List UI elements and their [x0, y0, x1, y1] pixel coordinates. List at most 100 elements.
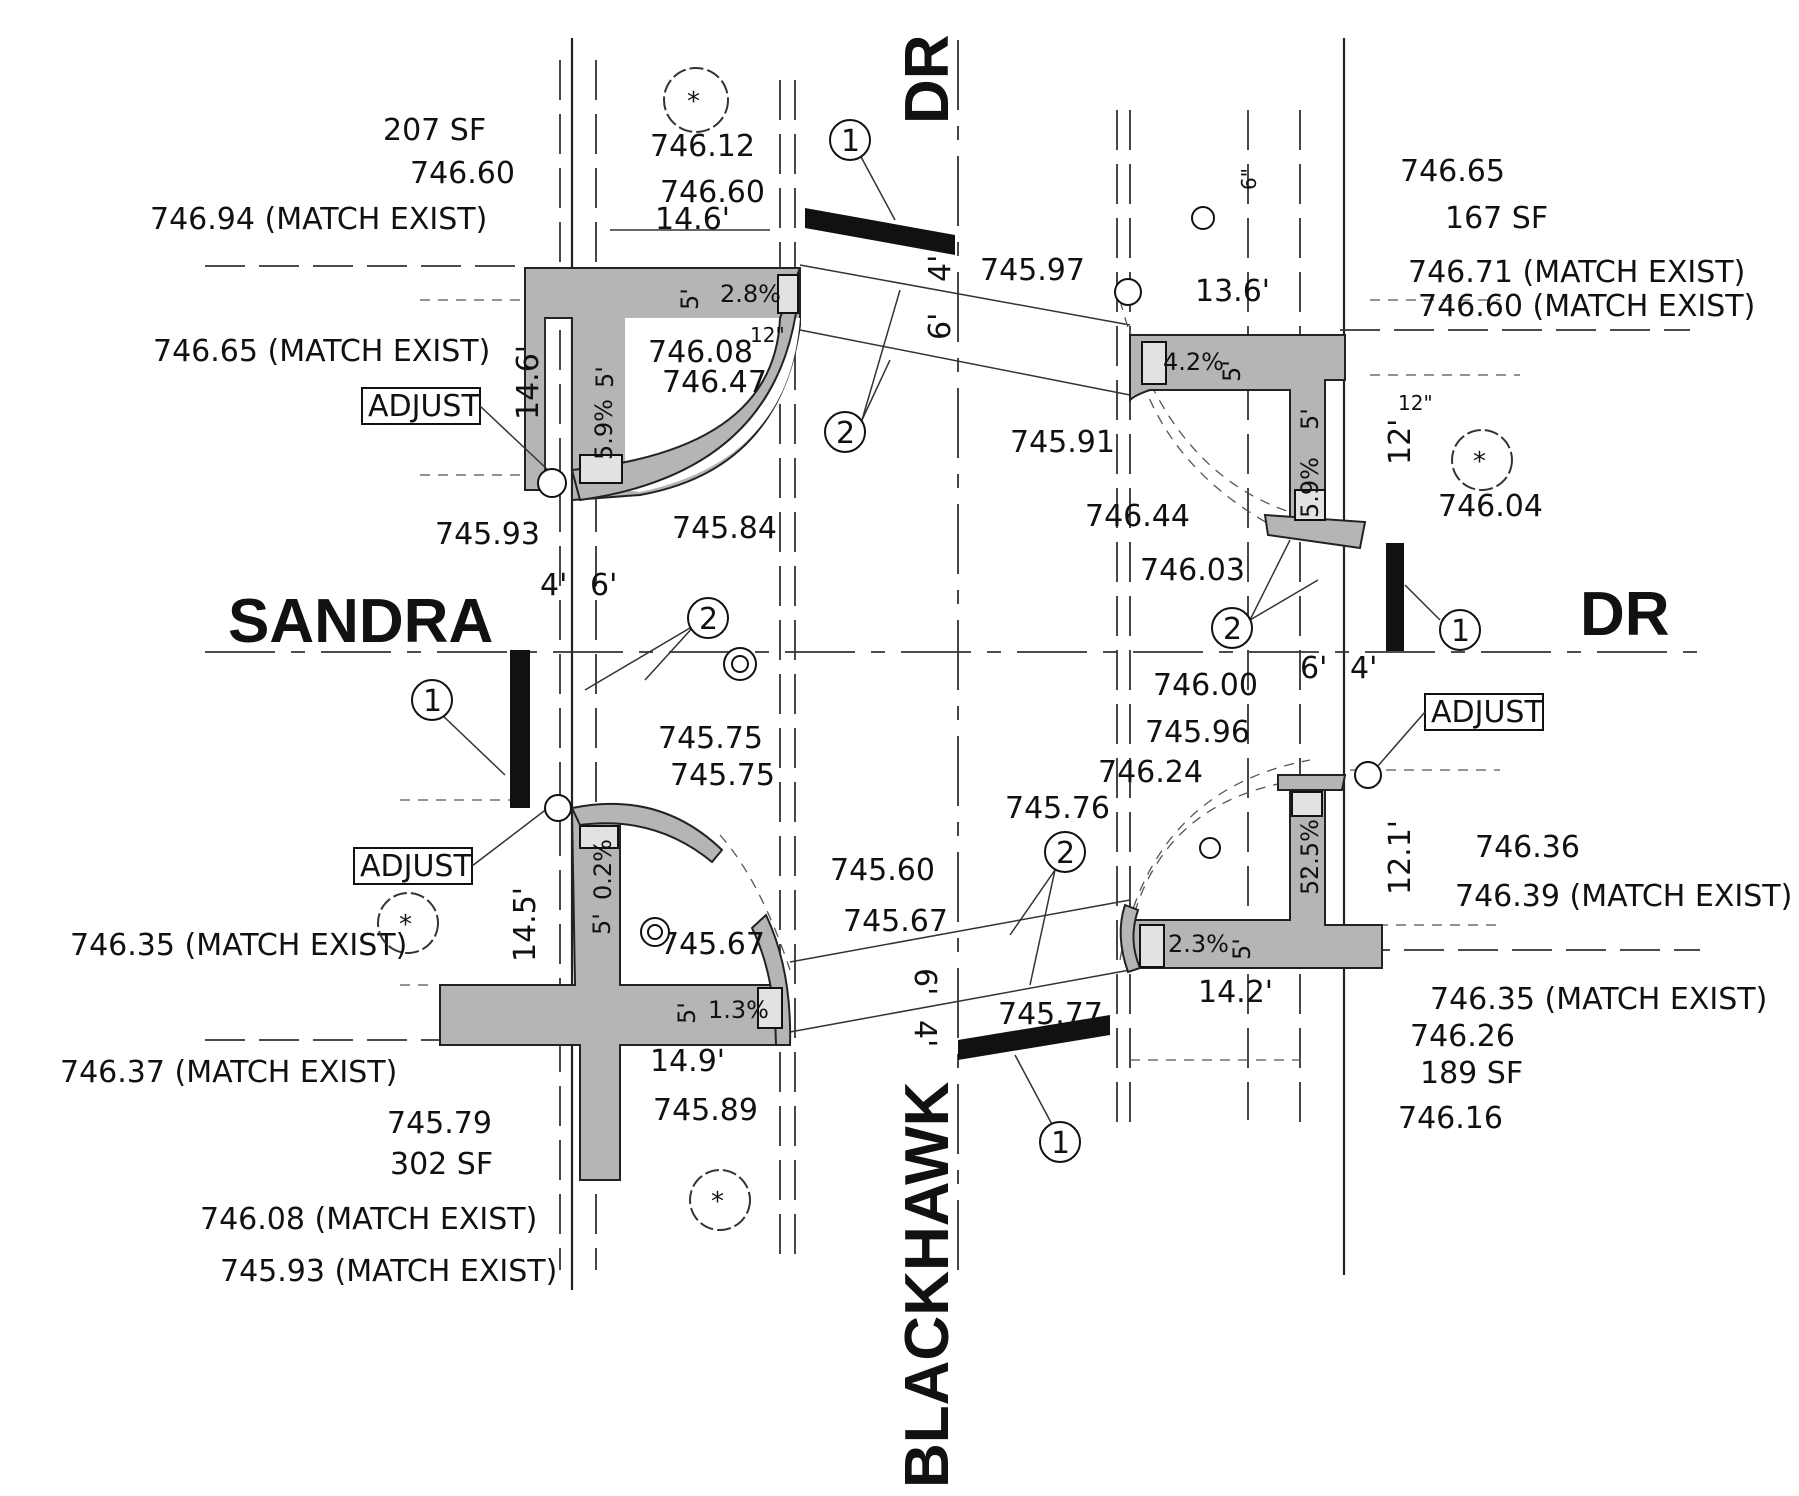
- se-elev-7: 746.26: [1410, 1019, 1515, 1054]
- nw-dim-height: 14.6': [511, 345, 546, 420]
- sw-slope-2: 0.2%: [589, 839, 617, 900]
- nw-match-1: 746.94 (MATCH EXIST): [150, 202, 487, 237]
- dim-4ft-se: 4': [1350, 651, 1377, 686]
- dim-4ft-ne: 4': [923, 255, 958, 282]
- tree-icon: *: [663, 67, 729, 133]
- sw-elev-5: 745.67: [660, 927, 765, 962]
- nw-elev-7: 745.84: [672, 511, 777, 546]
- nw-ramp: 207 SF 746.60 746.60 746.12 746.94 (MATC…: [150, 113, 801, 552]
- se-width-1: 5': [1228, 938, 1256, 960]
- sw-elev-1: 745.75: [658, 721, 763, 756]
- svg-text:*: *: [711, 1187, 724, 1217]
- street-names: SANDRA DR DR BLACKHAWK: [228, 34, 1670, 1488]
- hydrant-icon: [1199, 837, 1221, 859]
- ne-ramp: 746.65 167 SF 746.71 (MATCH EXIST) 746.6…: [980, 154, 1755, 588]
- stop-bars: [510, 208, 1404, 1060]
- se-elev-4: 745.76: [1005, 791, 1110, 826]
- se-slope-1: 2.3%: [1168, 930, 1229, 958]
- nw-match-2: 746.65 (MATCH EXIST): [153, 334, 490, 369]
- street-name-dr-right: DR: [1580, 580, 1670, 649]
- sw-elev-3: 745.60: [830, 853, 935, 888]
- sw-match-4: 745.93 (MATCH EXIST): [220, 1254, 557, 1289]
- dim-6ft-se: 6': [1300, 651, 1327, 686]
- callout-1-right: 1: [1451, 614, 1470, 649]
- sw-match-3: 746.08 (MATCH EXIST): [200, 1202, 537, 1237]
- ne-curb: 12": [1398, 391, 1433, 415]
- callout-1-left: 1: [423, 684, 442, 719]
- manhole-icon: [1114, 278, 1142, 306]
- ne-match-2: 746.60 (MATCH EXIST): [1418, 289, 1755, 324]
- nw-elev-4: 746.08: [648, 335, 753, 370]
- dim-4ft-nw: 4': [540, 568, 567, 603]
- ne-width-2: 5': [1296, 408, 1324, 430]
- callout-2-top: 2: [836, 416, 855, 451]
- callout-1-top: 1: [841, 124, 860, 159]
- sw-dim-height: 14.5': [508, 887, 543, 962]
- street-name-dr-top: DR: [893, 34, 962, 124]
- tree-icon: *: [377, 892, 439, 954]
- svg-text:*: *: [1473, 447, 1486, 477]
- ne-slope-2: 5.9%: [1296, 457, 1324, 518]
- ne-dim-height: 12': [1383, 419, 1418, 465]
- nw-slope-1: 2.8%: [720, 280, 781, 308]
- nw-elev-2: 746.60: [660, 175, 765, 210]
- ne-width-1: 5': [1218, 360, 1246, 382]
- se-match-2: 746.35 (MATCH EXIST): [1430, 982, 1767, 1017]
- ne-curb-2: 6": [1237, 168, 1261, 190]
- se-elev-2: 745.96: [1145, 715, 1250, 750]
- dim-6ft-nw: 6': [590, 568, 617, 603]
- ne-elev-2: 745.97: [980, 253, 1085, 288]
- street-name-blackhawk: BLACKHAWK: [893, 1081, 962, 1488]
- nw-width-2: 5': [591, 366, 619, 388]
- nw-area: 207 SF: [383, 113, 486, 148]
- se-elev-3: 746.24: [1098, 755, 1203, 790]
- callouts: 1 2 1 2 1 2 1 2: [411, 119, 1481, 1163]
- tree-icon: *: [1451, 429, 1513, 491]
- svg-text:*: *: [687, 87, 700, 117]
- nw-dim-width: 14.6': [655, 202, 730, 237]
- adjust-label-sw: ADJUST: [360, 849, 472, 884]
- se-slope-2: 2.5%: [1296, 819, 1324, 880]
- adjust-label-nw: ADJUST: [368, 389, 480, 424]
- sw-match-1: 746.35 (MATCH EXIST): [70, 928, 407, 963]
- sw-ramp: 745.75 745.75 745.60 745.67 745.67 746.3…: [60, 721, 948, 1289]
- dim-4ft-sw: 4': [907, 1020, 942, 1047]
- se-dim-height: 12.1': [1383, 820, 1418, 895]
- dimension-text: 4' 6' 6' 4' 4' 6' 6' 4': [540, 255, 1377, 1048]
- se-elev-6: 746.36: [1475, 830, 1580, 865]
- tree-icon: *: [689, 1169, 751, 1231]
- manhole-icon: [544, 794, 572, 822]
- ne-elev-5: 746.04: [1438, 489, 1543, 524]
- sw-width-1: 5': [673, 1002, 701, 1024]
- manhole-icon: [537, 468, 567, 498]
- adjust-label-se: ADJUST: [1431, 695, 1543, 730]
- callout-2-left: 2: [699, 602, 718, 637]
- ne-dim-width: 13.6': [1195, 274, 1270, 309]
- street-name-sandra: SANDRA: [228, 587, 493, 656]
- sw-slope-1: 1.3%: [708, 996, 769, 1024]
- sw-area: 302 SF: [390, 1147, 493, 1182]
- nw-elev-3: 746.12: [650, 129, 755, 164]
- nw-width-1: 5': [676, 288, 704, 310]
- se-elev-8: 746.16: [1398, 1101, 1503, 1136]
- ne-elev-4: 746.44: [1085, 499, 1190, 534]
- sw-match-2: 746.37 (MATCH EXIST): [60, 1055, 397, 1090]
- callout-1-bottom: 1: [1051, 1126, 1070, 1161]
- sw-width-2: 5': [588, 913, 616, 935]
- sw-elev-6: 745.79: [387, 1106, 492, 1141]
- ne-slope-1: 4.2%: [1163, 348, 1224, 376]
- manhole-icon: [1354, 761, 1382, 789]
- ne-elev-1: 746.65: [1400, 154, 1505, 189]
- dim-6ft-sw: 6': [907, 968, 942, 995]
- nw-elev-5: 746.47: [662, 365, 767, 400]
- se-match-1: 746.39 (MATCH EXIST): [1455, 879, 1792, 914]
- ne-area: 167 SF: [1445, 201, 1548, 236]
- dim-6ft-ne: 6': [923, 313, 958, 340]
- nw-elev-6: 745.93: [435, 517, 540, 552]
- sw-dim-width: 14.9': [650, 1044, 725, 1079]
- se-elev-1: 746.00: [1153, 668, 1258, 703]
- se-area: 189 SF: [1420, 1056, 1523, 1091]
- sw-elev-2: 745.75: [670, 758, 775, 793]
- sw-elev-7: 745.89: [653, 1093, 758, 1128]
